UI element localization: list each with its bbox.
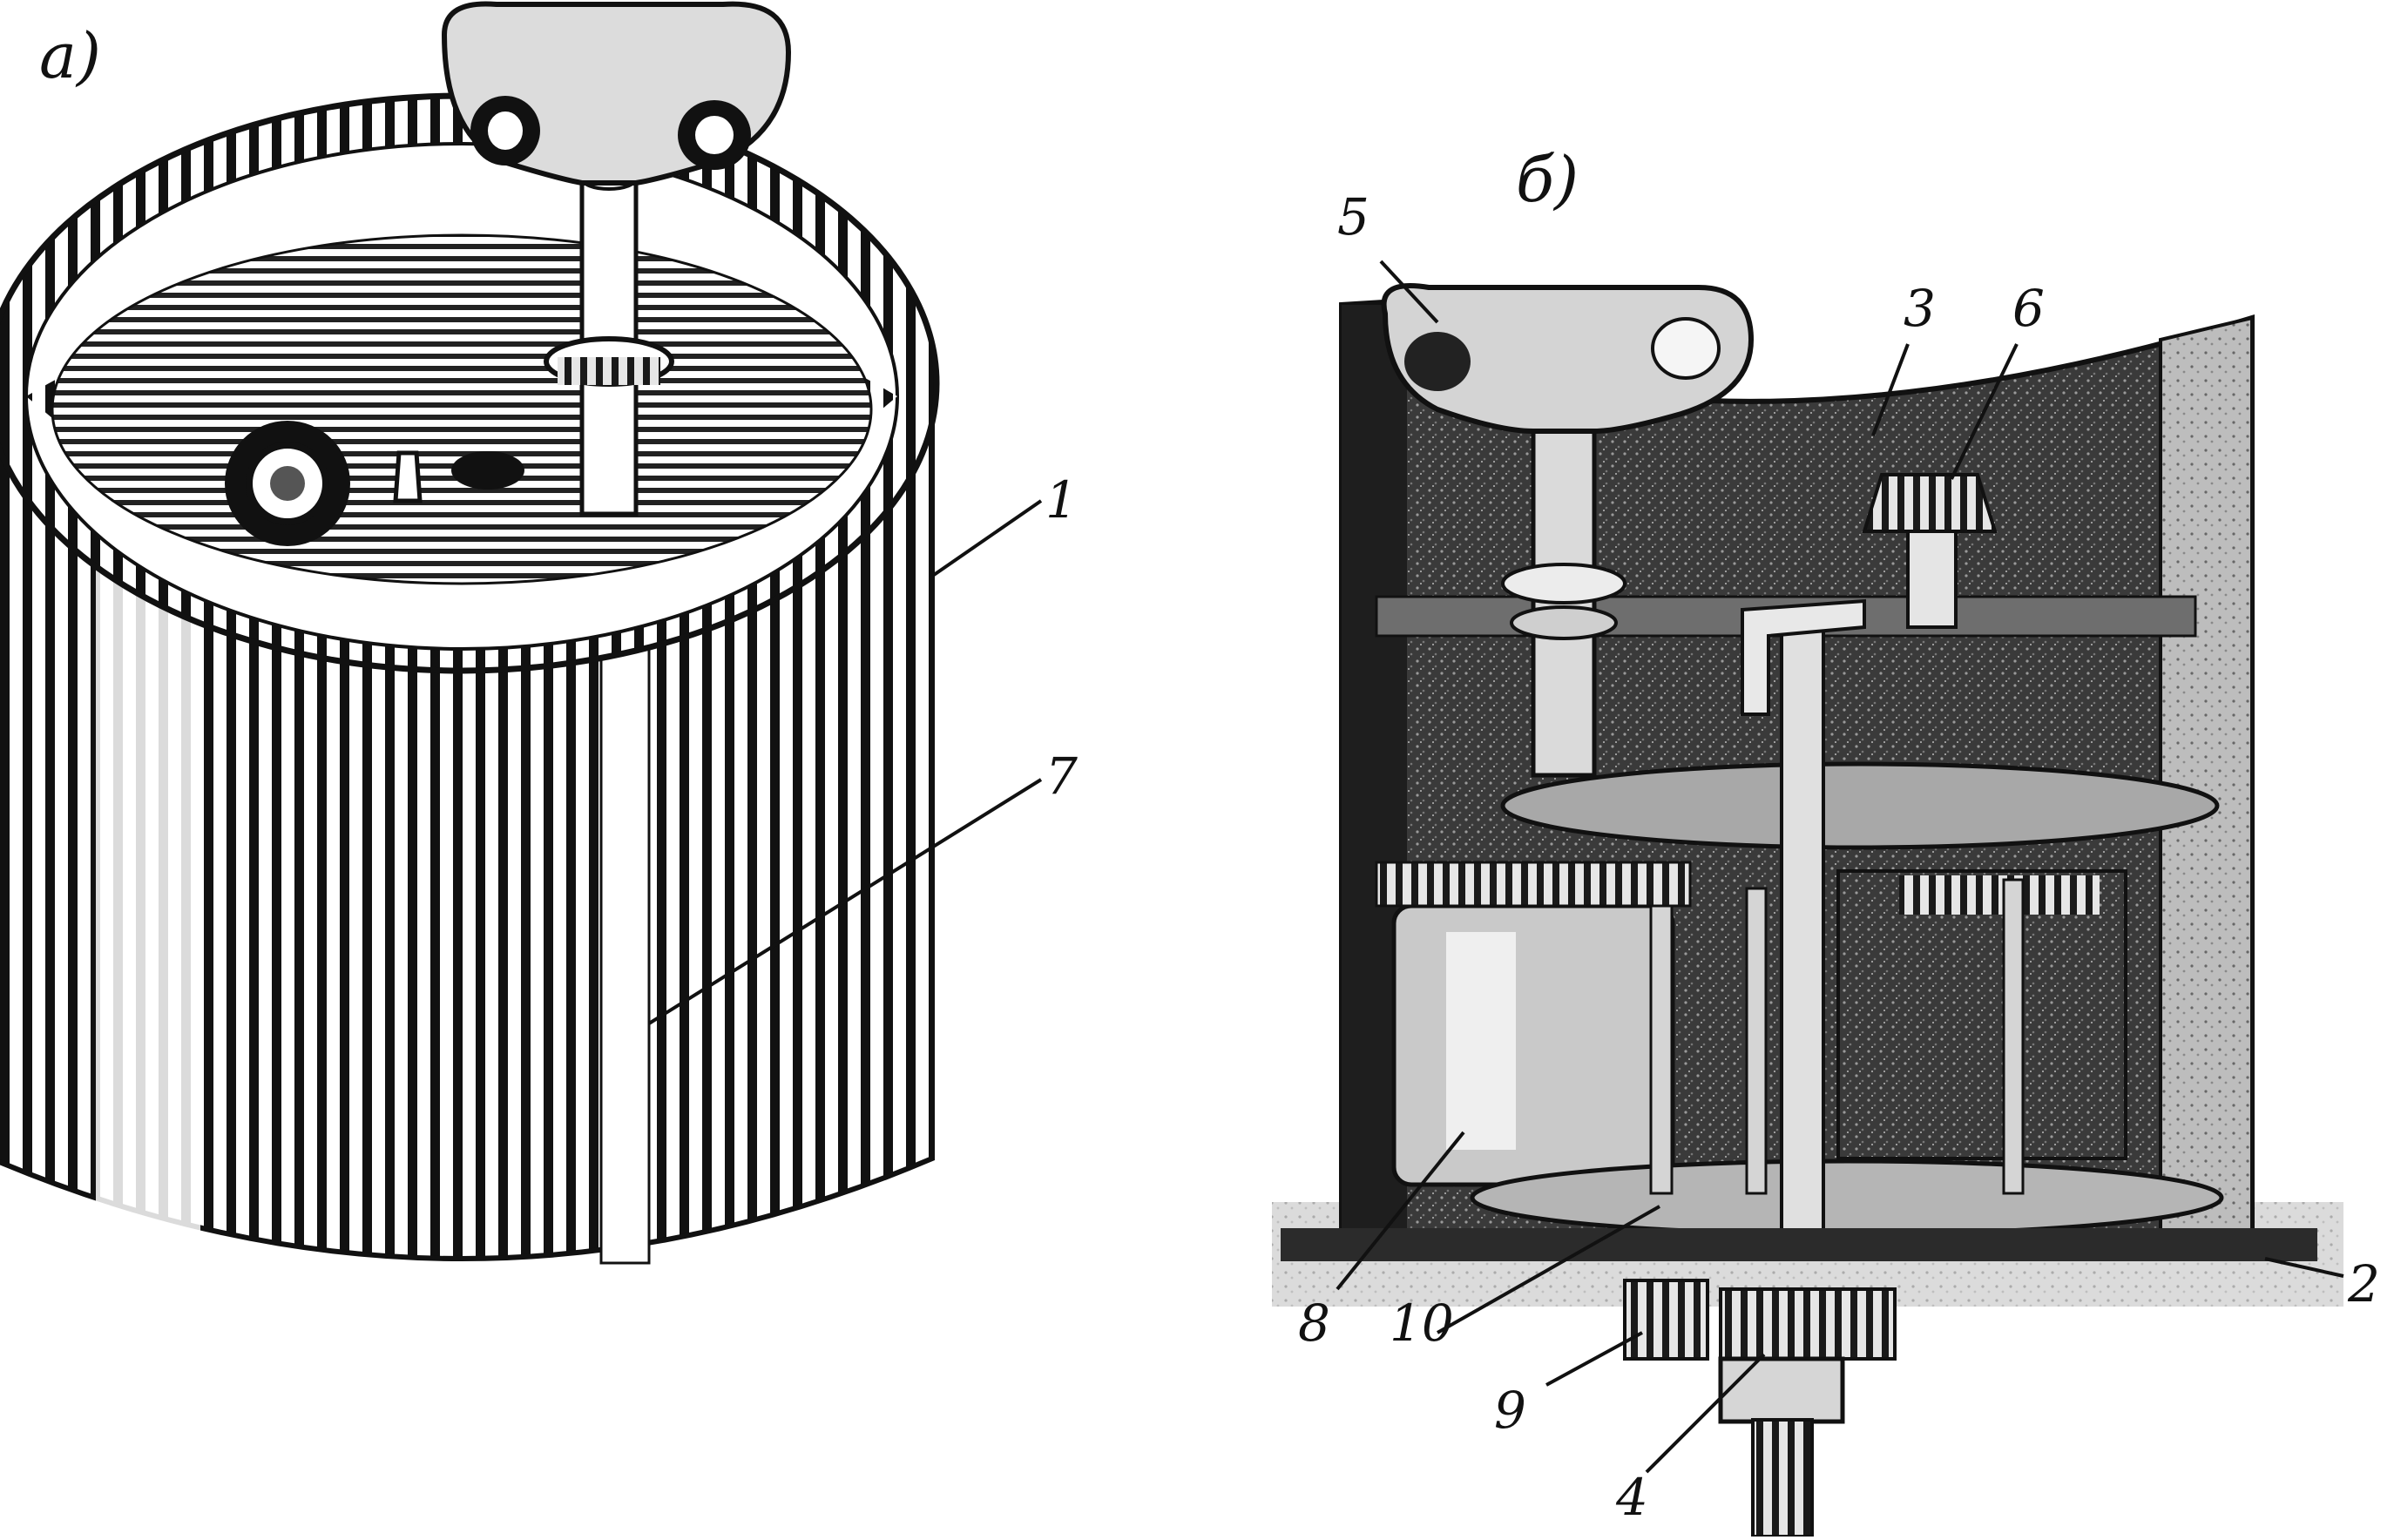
mech-key-hole-right <box>1651 317 1721 380</box>
callout-5: 5 <box>1337 187 1369 247</box>
leader-5 <box>1379 260 1439 324</box>
leader-9 <box>1545 1331 1643 1387</box>
callout-1: 1 <box>1045 470 1078 530</box>
callout-4: 4 <box>1616 1468 1648 1527</box>
panel-a-illustration <box>0 1 1043 1265</box>
pinion-large <box>1719 1287 1897 1361</box>
crown-gear <box>1862 473 1998 533</box>
leader-8 <box>1336 1131 1465 1291</box>
plate-gear-hole <box>270 466 305 501</box>
plate-pin <box>393 450 423 503</box>
lever-bracket <box>1741 598 1866 716</box>
panel-b-illustration <box>1272 260 2344 1538</box>
callout-2: 2 <box>2348 1254 2380 1314</box>
right-gear-train <box>1836 869 2127 1160</box>
leader-7 <box>647 778 1043 1025</box>
callout-6: 6 <box>2012 279 2045 338</box>
leader-2 <box>2264 1257 2344 1278</box>
key-hole-right-inner <box>695 116 734 154</box>
panel-b-label: б) <box>1516 143 1579 216</box>
top-plate <box>51 233 873 585</box>
panel-a-label: a) <box>39 19 102 92</box>
crown-gear-stem <box>1906 530 1958 629</box>
winding-collar-top <box>1501 563 1626 605</box>
callout-10: 10 <box>1390 1293 1454 1353</box>
leader-6 <box>1950 343 2019 480</box>
right-gear-teeth <box>1899 875 2100 915</box>
post-left <box>1649 904 1674 1195</box>
mech-key-hole-left <box>1404 332 1471 391</box>
barrel-gear <box>1375 861 1692 908</box>
key-hole-left-inner <box>488 111 523 150</box>
mechanism-winding-key <box>1381 283 1755 434</box>
post-right <box>2002 878 2025 1195</box>
leader-10 <box>1437 1205 1660 1334</box>
lower-wheel <box>1470 1158 2224 1237</box>
main-wheel <box>1500 761 2220 850</box>
winding-collar-bottom <box>1510 605 1618 640</box>
callout-8: 8 <box>1298 1293 1330 1353</box>
leader-1 <box>932 499 1043 577</box>
leader-3 <box>1871 343 1910 436</box>
shaft-collar-band <box>558 357 660 385</box>
central-arbor <box>1780 608 1825 1239</box>
pinion-small <box>1623 1279 1709 1361</box>
post-mid <box>1745 887 1768 1195</box>
threaded-stud <box>1751 1418 1814 1538</box>
barrel-highlight <box>1446 932 1516 1150</box>
spring-barrel <box>1391 903 1675 1187</box>
callout-9: 9 <box>1494 1381 1526 1440</box>
hex-nut <box>1718 1356 1845 1424</box>
base-flange <box>1281 1228 2317 1261</box>
callout-7: 7 <box>1045 746 1078 806</box>
plate-hole <box>451 451 524 490</box>
callout-3: 3 <box>1904 279 1936 338</box>
leader-4 <box>1645 1353 1766 1474</box>
